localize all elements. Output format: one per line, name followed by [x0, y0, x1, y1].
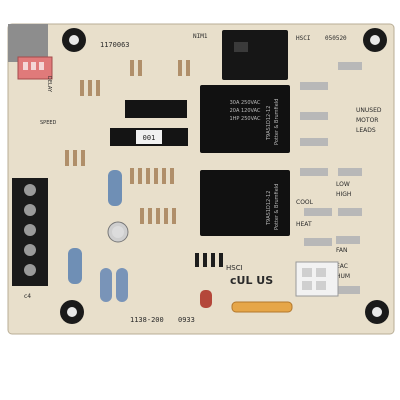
- svg-text:Potter & Brumfield: Potter & Brumfield: [274, 99, 280, 145]
- terminal-label-cool: COOL: [296, 199, 314, 206]
- resistor-blue: [116, 268, 128, 302]
- terminal-indicator: c4: [24, 293, 31, 300]
- ic-chip-labeled: 001: [110, 128, 188, 146]
- terminal-label-hum: HUM: [336, 273, 350, 280]
- right-label-motor: MOTOR: [356, 117, 378, 124]
- terminal-label-eac: EAC: [336, 263, 348, 270]
- capacitor-red: [200, 290, 212, 308]
- resistor-blue: [100, 268, 112, 302]
- resistor-blue: [68, 248, 82, 284]
- fuse: [231, 301, 293, 313]
- capacitor: [107, 221, 129, 243]
- mount-hole-icon: [363, 28, 387, 52]
- svg-text:T9AS1D12-12: T9AS1D12-12: [266, 191, 272, 226]
- resistor-blue: [108, 170, 122, 206]
- mount-hole-icon: [60, 300, 84, 324]
- right-label-leads: LEADS: [356, 127, 376, 134]
- svg-text:Potter & Brumfield: Potter & Brumfield: [274, 184, 280, 230]
- cert-prefix: HSCI: [226, 264, 243, 272]
- relay-top: [222, 30, 288, 80]
- date-code: 0933: [178, 316, 195, 324]
- terminal-label-high: HIGH: [336, 191, 351, 198]
- ic-chip-upper: [125, 100, 187, 118]
- header-label-nim: NIM1: [193, 33, 208, 40]
- corner-mount: [8, 24, 48, 62]
- screw-terminal-block: [12, 178, 48, 286]
- diode-array: [195, 253, 223, 267]
- spade-terminals: [300, 62, 362, 294]
- cert-mark: cUL US: [230, 274, 273, 287]
- svg-text:20A 120VAC: 20A 120VAC: [230, 108, 261, 114]
- date-right: 050520: [325, 35, 347, 42]
- svg-text:001: 001: [143, 134, 156, 142]
- relay-bottom: T9AS1D12-12 Potter & Brumfield: [200, 170, 290, 236]
- terminal-label-low: LOW: [336, 181, 350, 188]
- header-label-hsci-top: HSCI: [296, 35, 311, 42]
- part-number-bottom: 1138-200: [130, 316, 164, 324]
- svg-text:1HP 250VAC: 1HP 250VAC: [229, 116, 261, 122]
- relay-middle: 30A 250VAC 20A 120VAC 1HP 250VAC T9AS1D1…: [200, 85, 290, 153]
- switch-label-speed: SPEED: [40, 120, 57, 126]
- mount-hole-icon: [365, 300, 389, 324]
- resistor-array: [65, 60, 190, 224]
- terminal-label-heat: HEAT: [296, 221, 312, 228]
- mount-hole-icon: [62, 28, 86, 52]
- part-number-top: 1170063: [100, 41, 130, 49]
- molex-connector: [295, 261, 339, 297]
- svg-text:T9AS1D12-12: T9AS1D12-12: [266, 106, 272, 141]
- svg-text:30A 250VAC: 30A 250VAC: [230, 100, 261, 106]
- switch-label-delay: DELAY: [46, 76, 52, 93]
- right-label-unused: UNUSED: [356, 107, 382, 114]
- terminal-label-fan: FAN: [336, 247, 348, 254]
